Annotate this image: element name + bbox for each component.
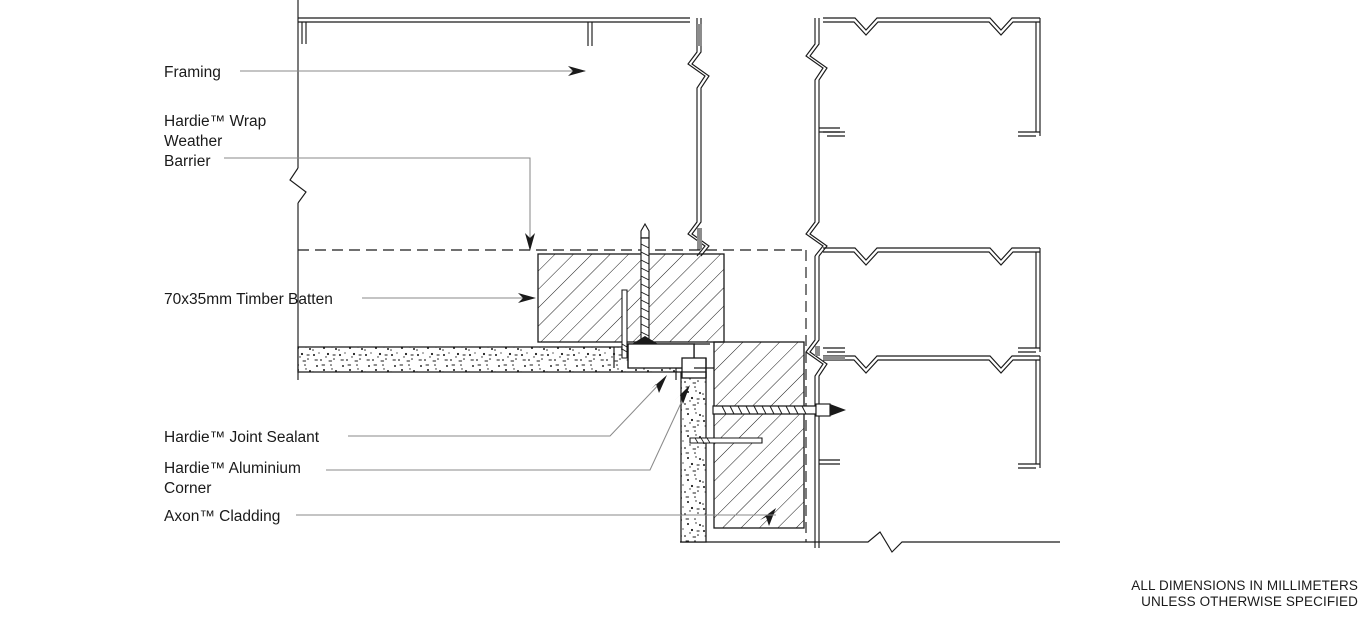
vertical-screw [632,222,658,344]
framing-top-rail [298,17,690,46]
70x35mm-timber-batten-vertical [713,341,805,529]
steel-framing [289,0,1060,553]
timber-batten-label: 70x35mm Timber Batten [164,291,333,308]
joint-sealant-label: Hardie™ Joint Sealant [164,429,320,446]
arrow-aluminium-corner [675,385,690,404]
units-note: ALL DIMENSIONS IN MILLIMETERS UNLESS OTH… [1131,578,1358,609]
leader-joint-sealant [348,377,666,437]
framing-joint-shade [823,356,845,360]
units-note-line1: ALL DIMENSIONS IN MILLIMETERS [1131,578,1358,593]
leader-weather-barrier [224,157,531,244]
framing-bottom-edge [680,531,1060,553]
small-vertical-fixing [621,289,628,359]
small-horizontal-fixing [689,437,763,444]
annotation-labels: Framing Hardie™ Wrap Weather Barrier 70x… [164,64,333,525]
framing-label: Framing [164,64,221,81]
units-note-line2: UNLESS OTHERWISE SPECIFIED [1141,594,1358,609]
hardie-wrap-weather-barrier [298,249,807,542]
hardie-joint-sealant [613,344,706,380]
leader-lines [224,70,689,516]
framing-right-row1 [823,17,1041,137]
framing-right-row2 [823,247,1041,353]
70x35mm-timber-batten-horizontal [537,253,725,343]
framing-right-row3 [823,355,1041,469]
framing-top-left-return [301,22,307,44]
aluminium-corner-label-line2: Corner [164,480,211,497]
axon-cladding-label: Axon™ Cladding [164,508,280,525]
leader-arrowheads [518,66,776,526]
arrow-timber-batten [518,293,536,303]
axon-cladding-vertical [680,371,707,543]
arrow-joint-sealant [651,375,667,393]
aluminium-corner-label-line1: Hardie™ Aluminium [164,460,301,477]
weather-barrier-label-line1: Hardie™ Wrap [164,113,266,130]
leader-aluminium-corner [326,387,689,471]
framing-stud-700 [687,18,710,257]
arrow-weather-barrier [525,233,535,251]
arrow-axon-cladding [760,508,776,526]
horizontal-screw [712,403,846,417]
hardie-aluminium-corner [627,343,714,379]
arrow-framing [568,66,586,76]
weather-barrier-label-line2: Weather [164,133,222,150]
weather-barrier-label-line3: Barrier [164,153,211,170]
